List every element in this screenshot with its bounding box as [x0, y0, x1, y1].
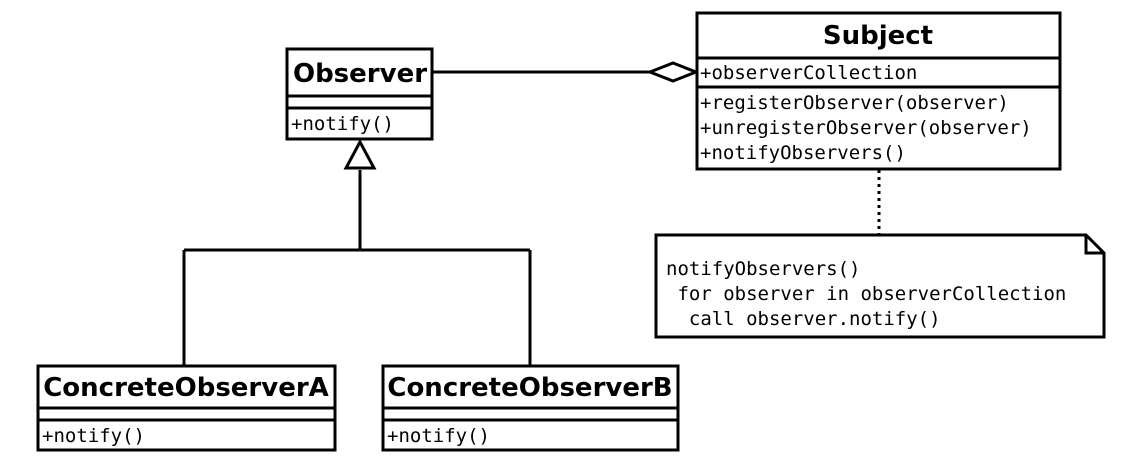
class-concrete-observer-b-name: ConcreteObserverB: [387, 373, 672, 403]
class-subject: Subject +observerCollection +registerObs…: [695, 11, 1062, 171]
class-observer-box: [285, 47, 434, 141]
class-observer: Observer +notify(): [285, 47, 434, 141]
class-subject-box: [695, 11, 1062, 171]
note-line: notifyObservers(): [666, 258, 860, 280]
generalization-arrowhead: [343, 138, 377, 170]
class-concrete-observer-a-method: +notify(): [42, 425, 145, 447]
note: notifyObservers() for observer in observ…: [654, 233, 1106, 339]
class-subject-method: +notifyObservers(): [700, 142, 906, 164]
class-concrete-observer-a-name: ConcreteObserverA: [43, 373, 329, 403]
class-concrete-observer-b: ConcreteObserverB +notify(): [381, 364, 680, 452]
class-observer-name: Observer: [293, 59, 427, 89]
generalization-connector: [182, 138, 532, 365]
aggregation-association: [432, 61, 701, 83]
note-box: [654, 233, 1106, 339]
class-subject-method: +unregisterObserver(observer): [700, 117, 1032, 139]
class-observer-method: +notify(): [291, 113, 394, 135]
class-subject-attribute: +observerCollection: [700, 62, 917, 84]
note-line: for observer in observerCollection: [666, 283, 1066, 305]
aggregation-diamond: [645, 61, 701, 83]
class-subject-method: +registerObserver(observer): [700, 92, 1009, 114]
class-concrete-observer-b-method: +notify(): [387, 425, 490, 447]
note-line: call observer.notify(): [666, 308, 941, 330]
note-folded-corner: [1084, 235, 1104, 255]
class-subject-name: Subject: [823, 21, 933, 51]
class-concrete-observer-a: ConcreteObserverA +notify(): [36, 364, 337, 452]
